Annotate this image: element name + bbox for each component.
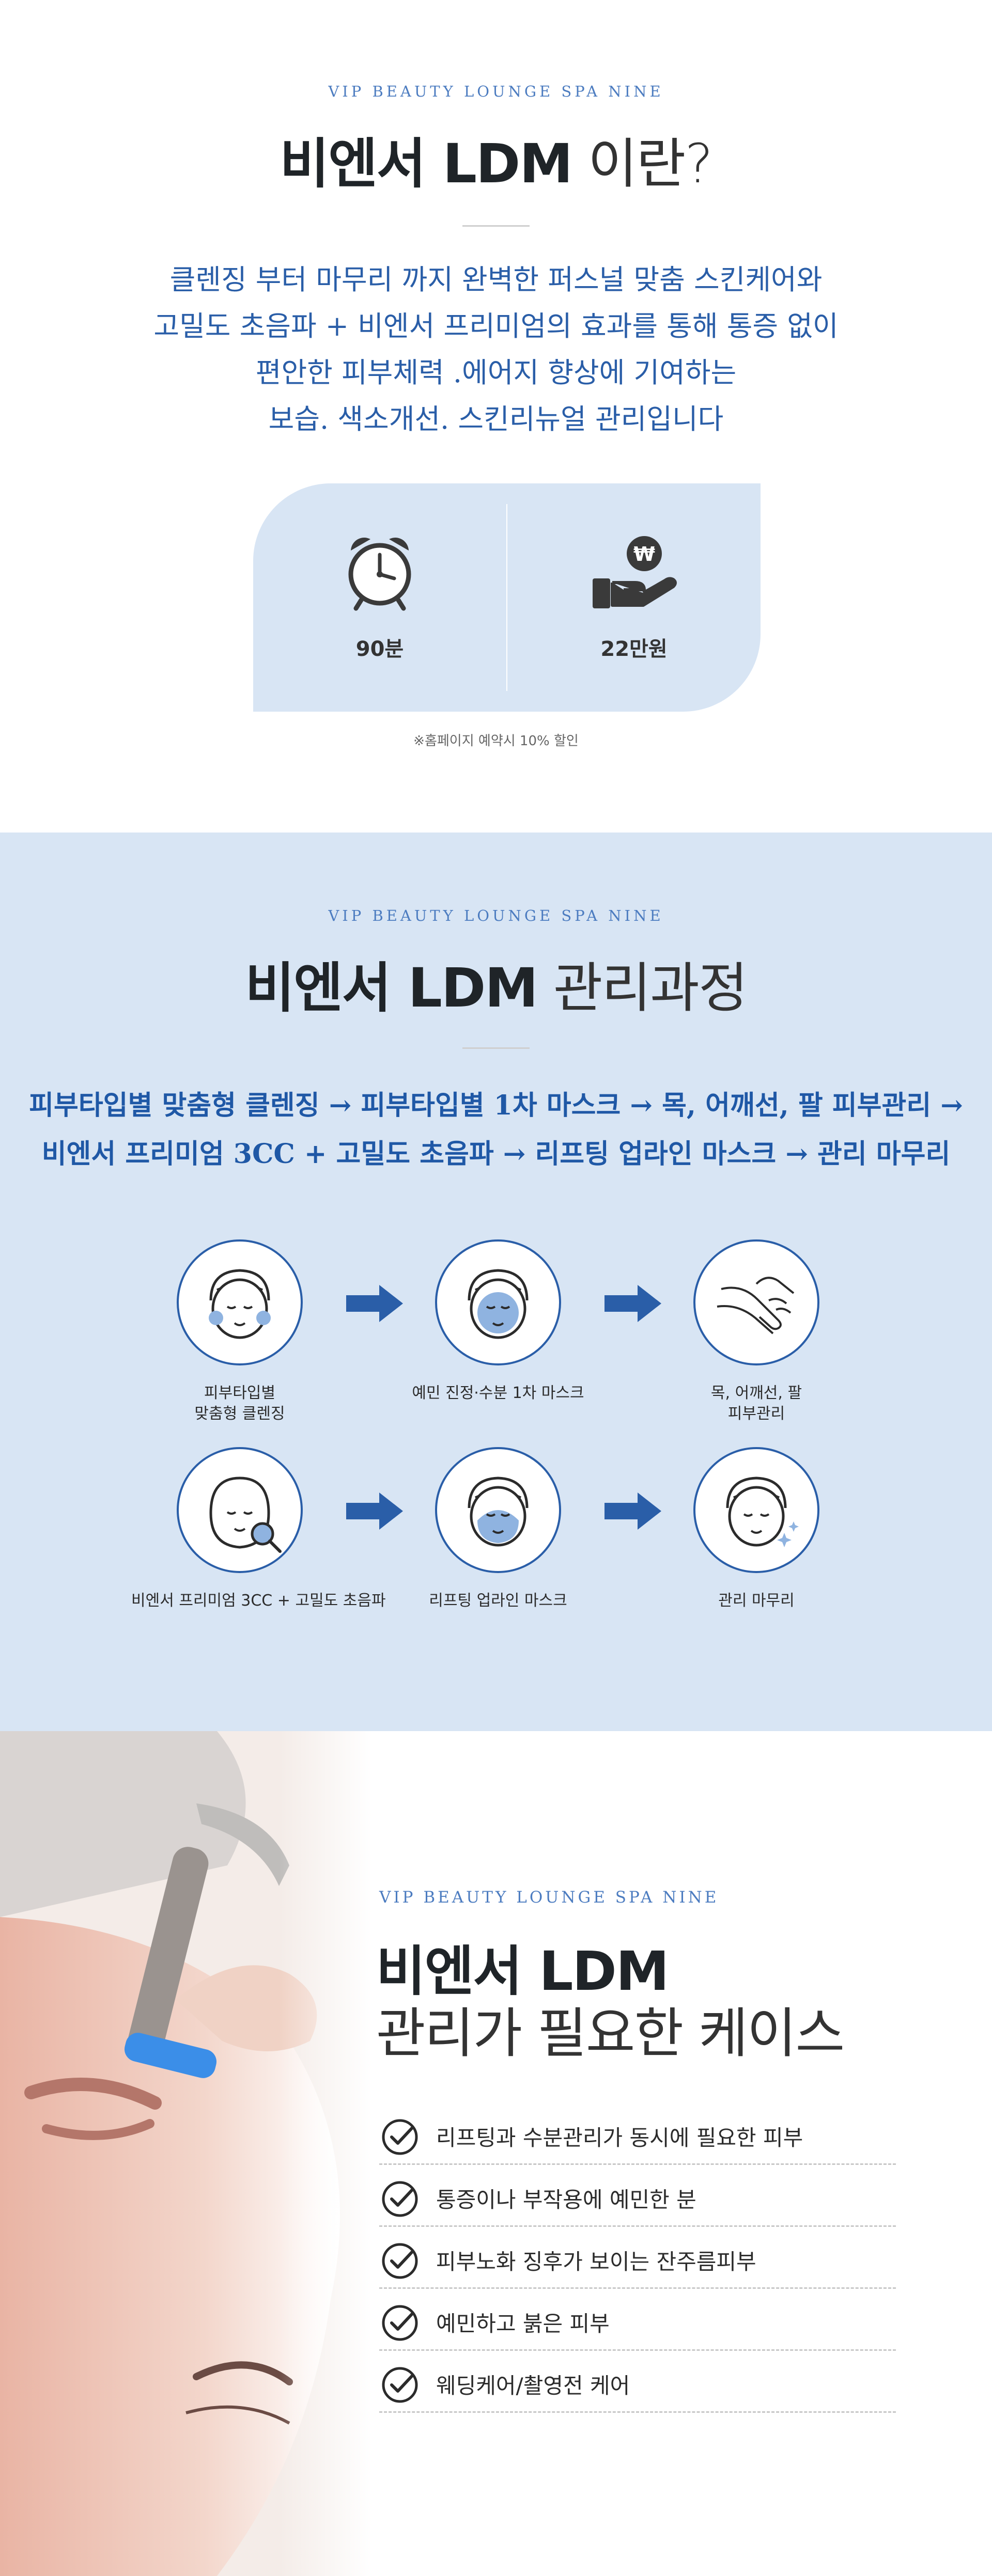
intro-eyebrow: VIP BEAUTY LOUNGE SPA NINE xyxy=(328,83,664,100)
check-circle-icon xyxy=(382,2181,418,2217)
step-label-line: 목, 어깨선, 팔 xyxy=(710,1384,802,1402)
cases-section: VIP BEAUTY LOUNGE SPA NINE 비엔서 LDM 관리가 필… xyxy=(0,1731,992,2576)
check-circle-icon xyxy=(382,2119,418,2155)
step-label-line: 예민 진정·수분 1차 마스크 xyxy=(412,1384,584,1402)
cases-eyebrow: VIP BEAUTY LOUNGE SPA NINE xyxy=(379,1888,719,1907)
process-title-light: 관리과정 xyxy=(537,956,748,1019)
step-label: 피부타입별 맞춤형 클렌징 xyxy=(131,1383,348,1424)
discount-note: ※홈페이지 예약시 10% 할인 xyxy=(413,733,579,749)
case-item: 예민하고 붉은 피부 xyxy=(379,2289,896,2351)
arrow-right-icon xyxy=(346,1493,403,1530)
check-circle-icon xyxy=(382,2367,418,2403)
info-card: 90분 ₩ 22만원 xyxy=(253,483,761,712)
process-title: 비엔서 LDM 관리과정 xyxy=(0,944,992,1022)
intro-line: 보습. 색소개선. 스킨리뉴얼 관리입니다 xyxy=(268,403,724,435)
alarm-clock-icon xyxy=(348,538,411,611)
arrow-right-icon xyxy=(605,1285,661,1322)
process-step: 비엔서 프리미엄 3CC + 고밀도 초음파 xyxy=(131,1447,386,1611)
process-flow: 피부타입별 맞춤형 클렌징 → 피부타입별 1차 마스크 → 목, 어깨선, 팔… xyxy=(0,1081,992,1179)
step-circle xyxy=(435,1239,561,1365)
intro-line: 고밀도 초음파 + 비엔서 프리미엄의 효과를 통해 통증 없이 xyxy=(153,310,839,342)
step-label-line: 비엔서 프리미엄 3CC + 고밀도 초음파 xyxy=(131,1592,386,1610)
step-label-line: 맞춤형 클렌징 xyxy=(194,1405,285,1423)
step-circle xyxy=(435,1447,561,1573)
case-list: 리프팅과 수분관리가 동시에 필요한 피부 통증이나 부작용에 예민한 분 피부… xyxy=(379,2103,896,2413)
step-label-line: 리프팅 업라인 마스크 xyxy=(429,1592,567,1610)
check-circle-icon xyxy=(382,2305,418,2341)
hand-coin-won-icon: ₩ xyxy=(593,536,677,608)
intro-title: 비엔서 LDM 이란? xyxy=(0,120,992,198)
process-eyebrow: VIP BEAUTY LOUNGE SPA NINE xyxy=(328,907,664,924)
case-text: 통증이나 부작용에 예민한 분 xyxy=(436,2187,696,2212)
step-label-line: 관리 마무리 xyxy=(718,1592,795,1610)
arrow-right-icon xyxy=(605,1493,661,1530)
step-label: 리프팅 업라인 마스크 xyxy=(390,1591,607,1611)
face-cleansing-icon xyxy=(209,1269,271,1339)
case-item: 리프팅과 수분관리가 동시에 필요한 피부 xyxy=(379,2103,896,2165)
case-item: 웨딩케어/촬영전 케어 xyxy=(379,2351,896,2413)
step-label: 비엔서 프리미엄 3CC + 고밀도 초음파 xyxy=(131,1591,386,1611)
intro-section: VIP BEAUTY LOUNGE SPA NINE 비엔서 LDM 이란? 클… xyxy=(0,0,992,833)
arrow-right-icon xyxy=(346,1285,403,1322)
check-circle-icon xyxy=(382,2243,418,2279)
case-item: 피부노화 징후가 보이는 잔주름피부 xyxy=(379,2227,896,2289)
intro-line: 편안한 피부체력 .에어지 향상에 기여하는 xyxy=(255,356,737,389)
intro-description: 클렌징 부터 마무리 까지 완벽한 퍼스널 맞춤 스킨케어와 고밀도 초음파 +… xyxy=(0,257,992,443)
intro-line: 클렌징 부터 마무리 까지 완벽한 퍼스널 맞춤 스킨케어와 xyxy=(169,263,823,296)
process-section: VIP BEAUTY LOUNGE SPA NINE 비엔서 LDM 관리과정 … xyxy=(0,833,992,1731)
flow-line: 피부타입별 맞춤형 클렌징 → 피부타입별 1차 마스크 → 목, 어깨선, 팔… xyxy=(29,1090,963,1121)
price-value: 22만원 xyxy=(600,637,668,661)
duration-value: 90분 xyxy=(355,637,404,661)
process-step: 예민 진정·수분 1차 마스크 xyxy=(390,1239,607,1404)
process-divider xyxy=(462,1047,530,1049)
step-label-line: 피부타입별 xyxy=(204,1384,275,1402)
step-label: 예민 진정·수분 1차 마스크 xyxy=(390,1383,607,1404)
face-ultrasound-icon xyxy=(209,1477,282,1553)
process-step: 관리 마무리 xyxy=(648,1447,865,1611)
face-sparkle-icon xyxy=(726,1477,799,1547)
case-text: 리프팅과 수분관리가 동시에 필요한 피부 xyxy=(436,2125,803,2150)
flow-line: 비엔서 프리미엄 3CC + 고밀도 초음파 → 리프팅 업라인 마스크 → 관… xyxy=(41,1138,951,1170)
info-card-divider xyxy=(506,504,507,691)
step-label: 관리 마무리 xyxy=(648,1591,865,1611)
intro-title-bold: 비엔서 LDM xyxy=(280,132,573,195)
step-label: 목, 어깨선, 팔 피부관리 xyxy=(648,1383,865,1424)
step-label-line: 피부관리 xyxy=(727,1405,785,1423)
case-text: 웨딩케어/촬영전 케어 xyxy=(436,2373,630,2398)
face-lifting-mask-icon xyxy=(468,1477,529,1547)
hand-massage-icon xyxy=(717,1277,795,1334)
cases-title-light: 관리가 필요한 케이스 xyxy=(376,2002,845,2065)
intro-title-light: 이란? xyxy=(571,132,714,195)
step-circle xyxy=(693,1447,819,1573)
case-text: 예민하고 붉은 피부 xyxy=(436,2311,610,2336)
treatment-photo xyxy=(0,1731,372,2576)
step-circle xyxy=(693,1239,819,1365)
intro-divider xyxy=(462,225,530,227)
step-circle xyxy=(177,1239,303,1365)
step-circle xyxy=(177,1447,303,1573)
case-item: 통증이나 부작용에 예민한 분 xyxy=(379,2165,896,2227)
process-step: 리프팅 업라인 마스크 xyxy=(390,1447,607,1611)
case-text: 피부노화 징후가 보이는 잔주름피부 xyxy=(436,2249,756,2274)
process-step: 목, 어깨선, 팔 피부관리 xyxy=(648,1239,865,1424)
duration-info: 90분 xyxy=(253,531,506,662)
face-mask-icon xyxy=(468,1269,529,1339)
process-title-bold: 비엔서 LDM xyxy=(245,956,538,1019)
process-step: 피부타입별 맞춤형 클렌징 xyxy=(131,1239,348,1424)
cases-title-bold: 비엔서 LDM xyxy=(376,1940,669,2003)
svg-text:₩: ₩ xyxy=(633,543,655,566)
price-info: ₩ 22만원 xyxy=(507,531,761,662)
